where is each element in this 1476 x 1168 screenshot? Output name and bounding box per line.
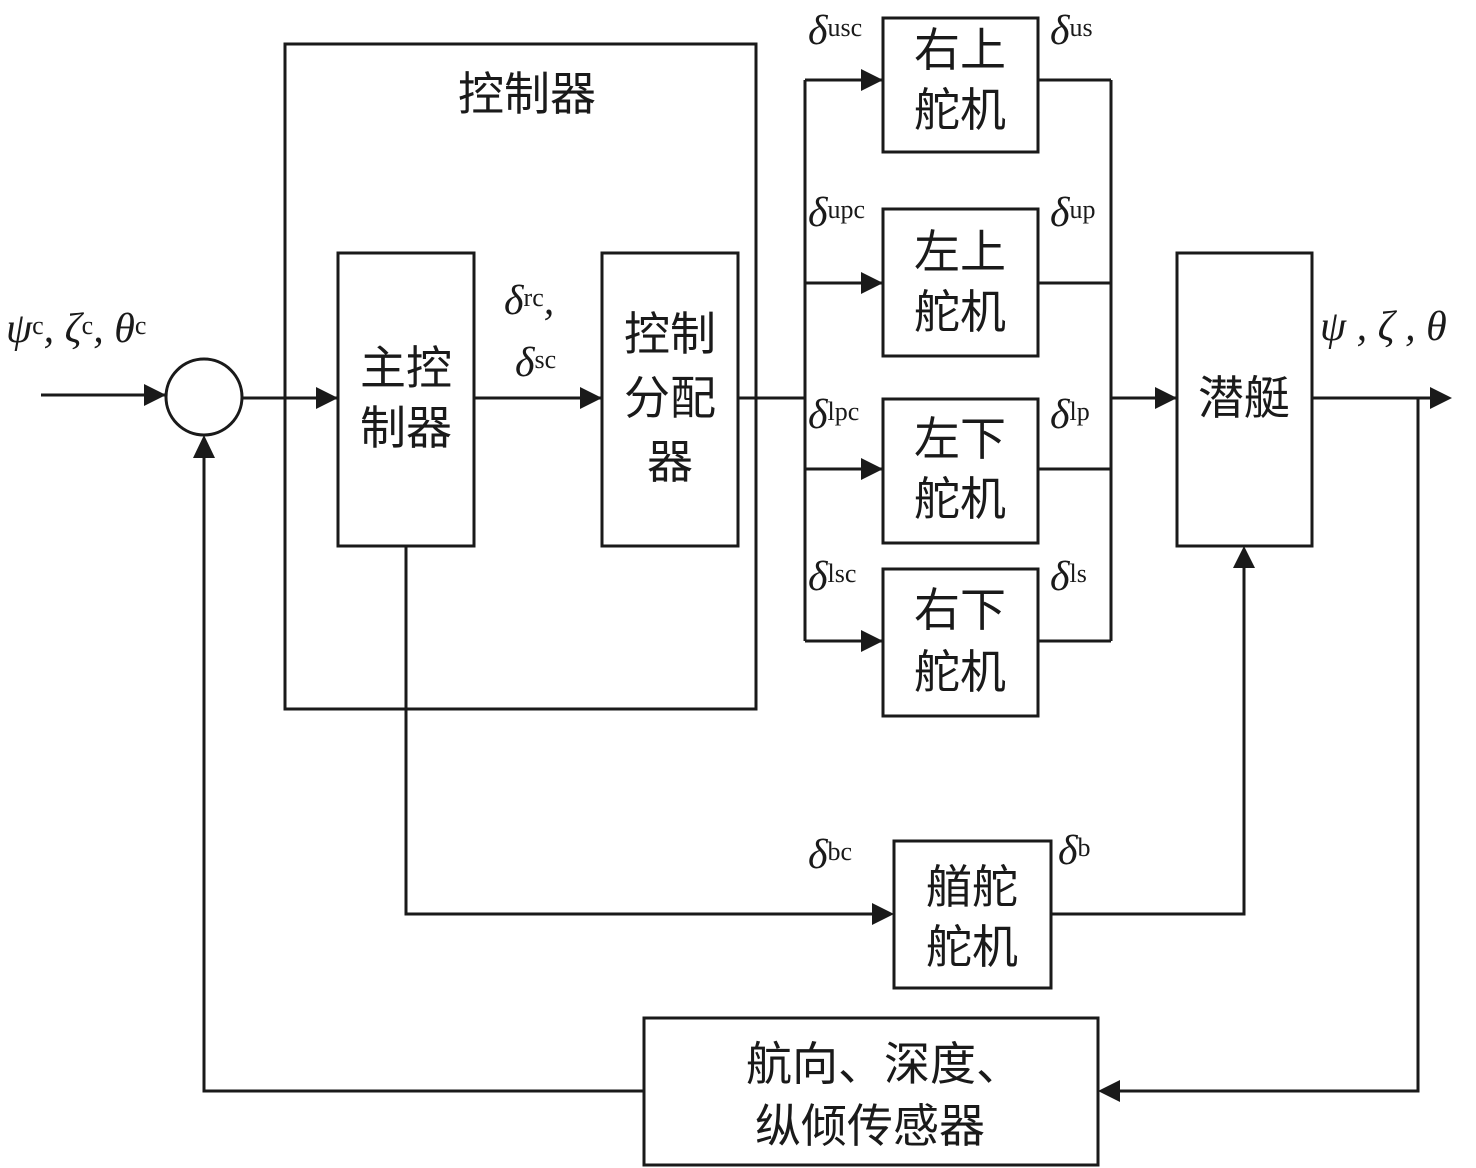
submarine-box (1175, 251, 1314, 548)
delta-sc-label: δsc (515, 340, 556, 386)
wire-sensor-to-sum (202, 458, 644, 1093)
allocator-label-line3: 器 (647, 435, 693, 489)
actuator-ls-label-line1: 右下 (914, 583, 1006, 637)
main-controller-label-line1: 主控 (360, 341, 452, 395)
output-signal-label: ψ , ζ , θ (1320, 304, 1447, 350)
actuator-up-label-line2: 舵机 (914, 285, 1006, 339)
actuator-lp-label-line2: 舵机 (914, 472, 1006, 526)
actuator-ls-label-line2: 舵机 (914, 645, 1006, 699)
sensor-label-line2: 纵倾传感器 (755, 1099, 985, 1153)
delta-us-label: δus (1050, 8, 1093, 54)
arrow-into-ls (861, 630, 883, 652)
submarine-label: 潜艇 (1198, 371, 1290, 425)
delta-upc-label: δupc (808, 190, 865, 236)
wire-bow-to-submarine (1051, 568, 1246, 916)
allocator-box (600, 251, 740, 548)
actuator-lp-label-line1: 左下 (914, 412, 1006, 466)
arrow-into-sensor (1098, 1080, 1120, 1102)
delta-lsc-label: δlsc (808, 554, 856, 600)
input-signal-label: ψc, ζc, θc (6, 306, 146, 352)
arrow-output (1430, 387, 1452, 409)
main-controller-label-line2: 制器 (360, 401, 452, 455)
bow-actuator-box (892, 839, 1053, 990)
delta-b-label: δb (1058, 828, 1091, 874)
bow-actuator-label-line2: 舵机 (926, 920, 1018, 974)
allocator-label-line1: 控制 (624, 307, 716, 361)
wire-output-to-sensor (1120, 398, 1420, 1093)
actuator-up-label-line1: 左上 (914, 225, 1006, 279)
delta-bc-label: δbc (808, 832, 852, 878)
arrow-feedback-into-sum (193, 435, 215, 458)
actuator-us-box (881, 16, 1040, 154)
delta-usc-label: δusc (808, 8, 862, 54)
actuator-lp-box (881, 397, 1040, 545)
arrow-into-lp (861, 458, 883, 480)
arrow-bow-into-submarine (1233, 546, 1255, 568)
arrow-into-up (861, 272, 883, 294)
sensor-label-line1: 航向、深度、 (746, 1037, 1022, 1091)
arrow-into-us (861, 69, 883, 91)
delta-lpc-label: δlpc (808, 392, 859, 438)
delta-lp-label: δlp (1050, 392, 1090, 438)
wire-controller-to-bow (404, 546, 872, 916)
arrow-into-controller (316, 387, 338, 409)
bow-actuator-label-line1: 艏舵 (926, 860, 1018, 914)
arrow-into-sum (144, 384, 166, 406)
main-controller-box (336, 251, 476, 548)
actuator-us-label-line2: 舵机 (914, 83, 1006, 137)
arrow-into-submarine (1155, 387, 1177, 409)
controller-label: 控制器 (458, 67, 596, 121)
arrow-into-bow (872, 903, 894, 925)
delta-up-label: δup (1050, 190, 1096, 236)
allocator-label-line2: 分配 (624, 371, 716, 425)
actuator-us-label-line1: 右上 (914, 23, 1006, 77)
arrow-into-allocator (580, 387, 602, 409)
summing-junction (164, 357, 244, 437)
delta-rc-label: δrc, (504, 278, 554, 324)
delta-ls-label: δls (1050, 554, 1087, 600)
